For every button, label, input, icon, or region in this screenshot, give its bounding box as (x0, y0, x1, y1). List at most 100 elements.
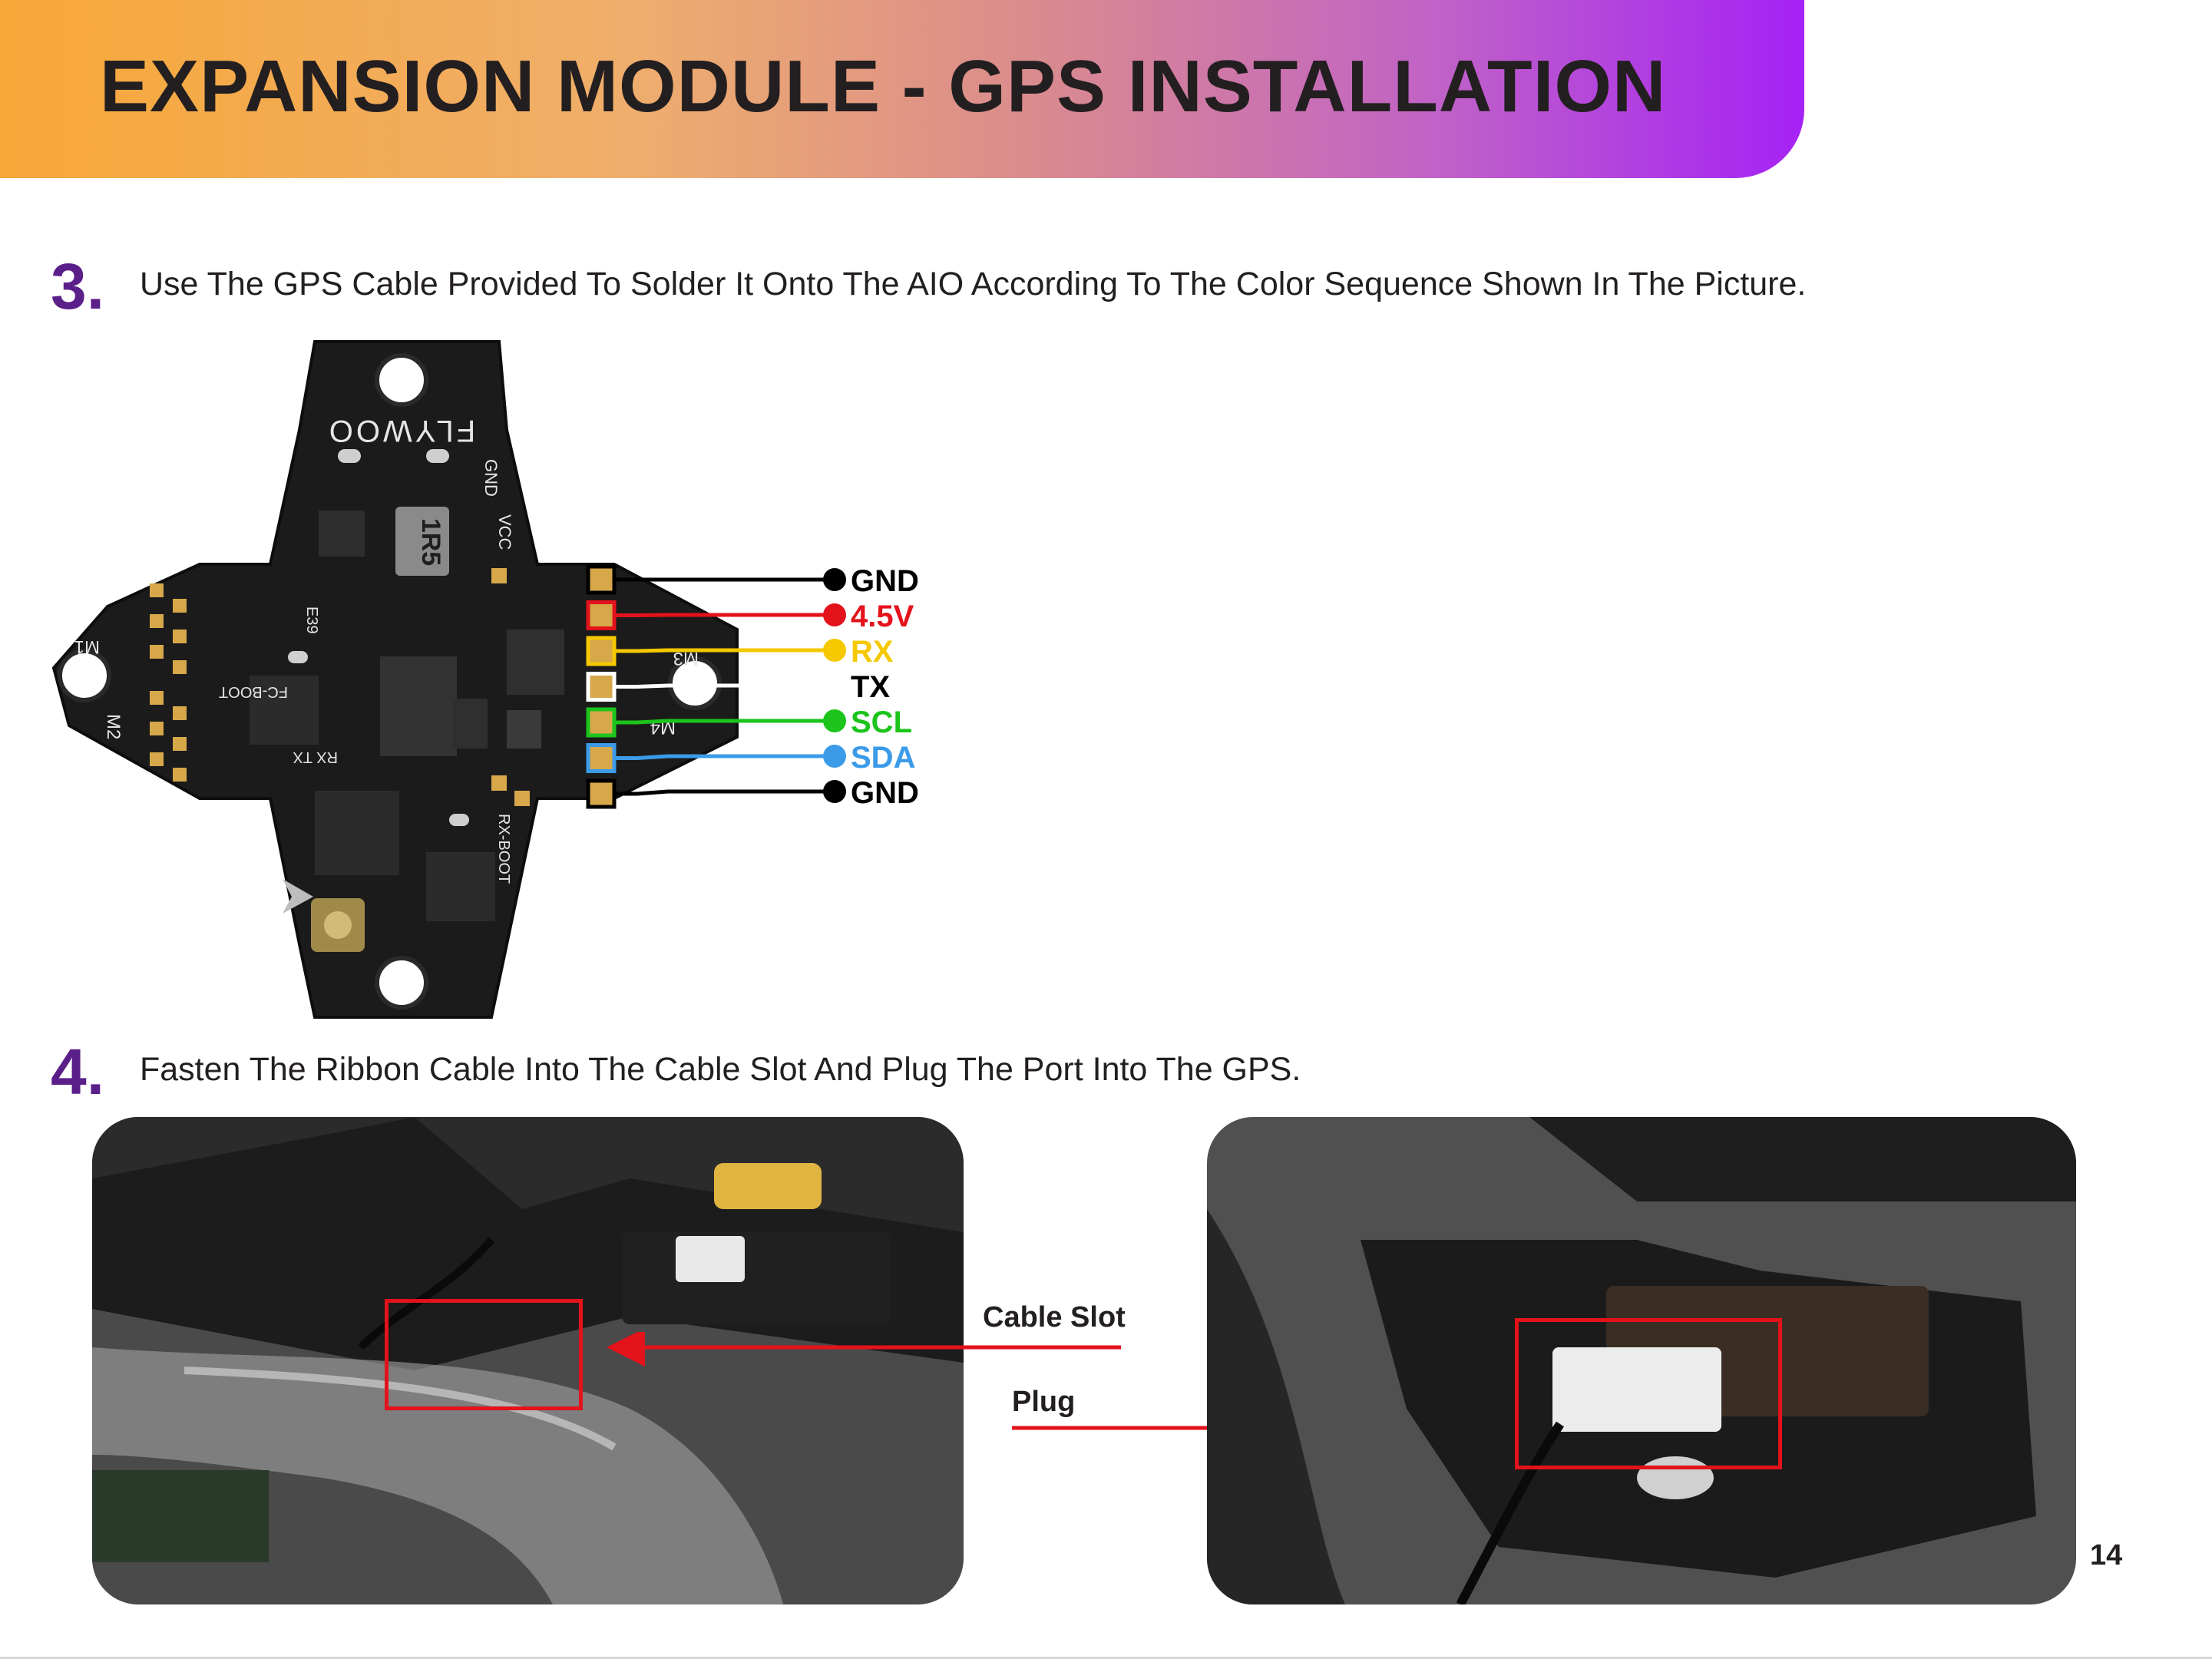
pad (173, 737, 187, 751)
wire-tx (614, 683, 835, 689)
pad (338, 449, 361, 463)
pad (426, 449, 449, 463)
wire-end-dot (823, 780, 846, 803)
chip (426, 852, 495, 921)
photo-plug (1207, 1117, 2076, 1604)
chip (507, 630, 564, 695)
board-brand: FLYWOO (326, 414, 475, 448)
wire-label-scl: SCL (851, 706, 912, 739)
aio-wiring-diagram: FLYWOO 1R5 GND VCC M1 M2 M3 M4 FC-BOOT R… (51, 340, 919, 1019)
gps-wires (614, 577, 835, 796)
cable-slot-highlight-box (385, 1299, 583, 1410)
chip-1r5 (395, 507, 449, 576)
frame-arm (1207, 1209, 1345, 1604)
wire-end-dot (823, 603, 846, 626)
wire-scl (614, 719, 835, 725)
solder-pad-45v (586, 600, 617, 630)
frame-arm (1207, 1117, 2076, 1201)
wire-rx (614, 648, 835, 653)
step-4-number: 4. (51, 1036, 105, 1108)
wire-label-rx: RX (851, 635, 894, 669)
connector (676, 1236, 745, 1282)
wire-label-sda: SDA (851, 741, 915, 775)
wire-gnd (614, 789, 835, 796)
plug-label: Plug (1012, 1386, 1076, 1418)
solder-pad-gnd (586, 564, 617, 595)
pad (173, 768, 187, 782)
solder-pad-sda (586, 743, 617, 773)
photo-cable-slot (92, 1117, 964, 1604)
mount-hole-left (58, 649, 111, 702)
chip-1r5-label: 1R5 (416, 518, 445, 566)
direction-arrow (283, 879, 313, 914)
connector (1552, 1347, 1721, 1432)
wire-label-gnd: GND (851, 564, 919, 598)
plug-highlight-box (1515, 1318, 1782, 1469)
antenna-connector-center (324, 911, 352, 939)
mount-hole-top (375, 353, 428, 407)
silk-fc-boot: FC-BOOT (219, 683, 288, 700)
cable (1456, 1421, 1564, 1604)
pad (150, 645, 164, 659)
solder-pad-gnd (586, 778, 617, 809)
wire-end-dot (823, 568, 846, 591)
pad (173, 599, 187, 613)
page-number: 14 (2090, 1539, 2123, 1571)
cable-slot-label: Cable Slot (983, 1301, 1126, 1333)
silk-gnd: GND (481, 459, 501, 497)
header-banner (0, 0, 1804, 178)
solder-pad-rx (586, 636, 617, 666)
wire-label-gnd: GND (851, 776, 919, 810)
wire-45v (614, 613, 835, 617)
pad (150, 691, 164, 705)
wire-label-45v: 4.5V (851, 600, 914, 633)
pad (491, 568, 507, 583)
page-title: EXPANSION MODULE - GPS INSTALLATION (100, 45, 1667, 127)
step-4-text: Fasten The Ribbon Cable Into The Cable S… (140, 1051, 1301, 1088)
pad (491, 775, 507, 791)
pad (449, 814, 469, 826)
gps-module (622, 1232, 891, 1324)
wire-label-tx: TX (851, 670, 890, 704)
solder-pad-tx (586, 672, 617, 702)
gps-solder-pads (586, 564, 617, 809)
chip (319, 511, 365, 557)
step-3-text: Use The GPS Cable Provided To Solder It … (140, 266, 1807, 302)
silk-e39: E39 (303, 606, 320, 634)
step-3-number: 3. (51, 250, 105, 322)
bottom-rule (0, 1657, 2212, 1659)
silk-m1: M1 (74, 636, 100, 657)
pad (173, 706, 187, 720)
callout-arrows (607, 1332, 1121, 1367)
pad (288, 651, 308, 663)
mount-hole-bottom (375, 956, 428, 1010)
clear-duct (92, 1347, 783, 1604)
board-edge (92, 1470, 269, 1562)
silk-m2: M2 (103, 714, 124, 739)
wire-end-dot (823, 639, 846, 662)
chip (250, 676, 319, 745)
motor-top (714, 1163, 822, 1209)
clear-duct-highlight (184, 1367, 617, 1451)
pad (150, 752, 164, 766)
cable (358, 1237, 494, 1350)
pad (514, 791, 530, 806)
pad (150, 722, 164, 735)
chip (507, 710, 541, 749)
chip (380, 656, 457, 756)
mount-hole-right (668, 656, 722, 710)
silk-rx-boot: RX-BOOT (495, 814, 512, 884)
silk-rx-tx: RX TX (293, 749, 338, 765)
pad (173, 630, 187, 643)
pad (173, 660, 187, 674)
pad (150, 583, 164, 597)
chip (453, 699, 488, 749)
wire-sda (614, 754, 835, 760)
wire-end-dot (823, 745, 846, 768)
solder-pad-scl (586, 707, 617, 738)
pad (150, 614, 164, 628)
chip (315, 791, 399, 875)
silk-vcc: VCC (495, 514, 514, 550)
wire-end-dot (823, 709, 846, 732)
